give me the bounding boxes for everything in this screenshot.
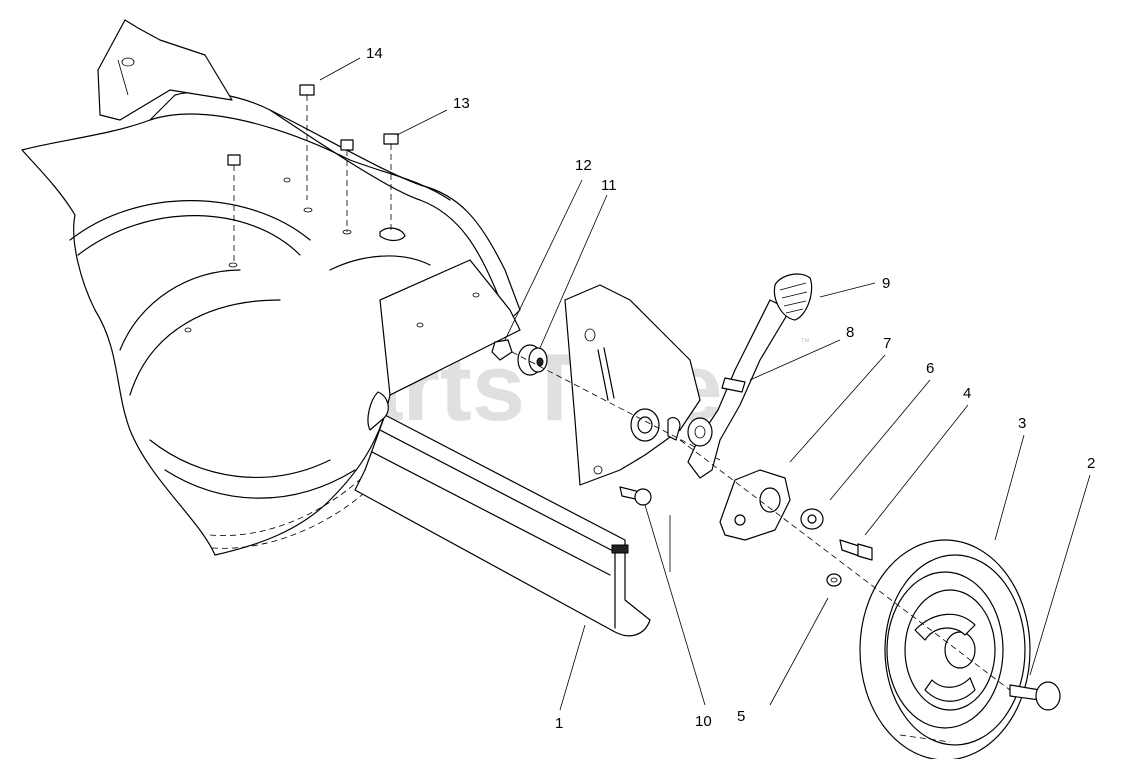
- nut: [491, 339, 513, 361]
- wheel: [859, 539, 1031, 759]
- callout-12: 12: [575, 157, 592, 174]
- leader-line-5: [769, 597, 829, 706]
- bolt: [839, 539, 873, 561]
- carriage-bolt: [227, 154, 241, 262]
- carriage-bolt: [383, 133, 399, 230]
- callout-13: 13: [453, 95, 470, 112]
- washer: [800, 508, 824, 530]
- leader-line-13: [396, 109, 448, 136]
- knob-grip: [773, 273, 813, 321]
- callout-5: 5: [737, 708, 745, 725]
- leader-line-3: [994, 434, 1025, 541]
- leader-line-11: [539, 194, 608, 349]
- mower-deck: [21, 19, 521, 556]
- leader-line-2: [1029, 474, 1091, 676]
- shoulder-bolt: [1009, 681, 1061, 711]
- leader-line-8: [749, 339, 841, 381]
- height-adjust-bracket: [564, 284, 701, 486]
- leader-line-7: [789, 354, 886, 463]
- leader-line-9: [819, 282, 876, 298]
- rear-baffle: [354, 391, 651, 637]
- carriage-bolts: [227, 84, 399, 262]
- leader-line-10: [644, 504, 706, 706]
- callout-3: 3: [1018, 415, 1026, 432]
- carriage-bolt: [340, 139, 354, 232]
- callout-1: 1: [555, 715, 563, 732]
- leader-line-1: [559, 624, 586, 711]
- carriage-bolt: [299, 84, 315, 200]
- leader-line-12: [504, 179, 583, 341]
- pivot-bushing: [517, 344, 548, 376]
- callout-14: 14: [366, 45, 383, 62]
- leader-lines: [319, 57, 1091, 711]
- callouts: 1 2 3 4 5 6 7 8 9 10 11 12 13 14: [366, 45, 1095, 732]
- leader-line-14: [319, 57, 361, 81]
- height-adjust-lever: [687, 299, 791, 479]
- callout-7: 7: [883, 335, 891, 352]
- callout-6: 6: [926, 360, 934, 377]
- washer: [826, 573, 842, 587]
- leader-line-4: [864, 404, 969, 536]
- callout-10: 10: [695, 713, 712, 730]
- callout-2: 2: [1087, 455, 1095, 472]
- callout-4: 4: [963, 385, 971, 402]
- height-adjust-bracket: [719, 469, 791, 541]
- callout-11: 11: [601, 177, 617, 194]
- callout-9: 9: [882, 275, 890, 292]
- callout-8: 8: [846, 324, 854, 341]
- shoulder-bolt: [619, 486, 652, 506]
- watermark-trademark: ™: [800, 337, 810, 348]
- leader-line-6: [829, 379, 931, 501]
